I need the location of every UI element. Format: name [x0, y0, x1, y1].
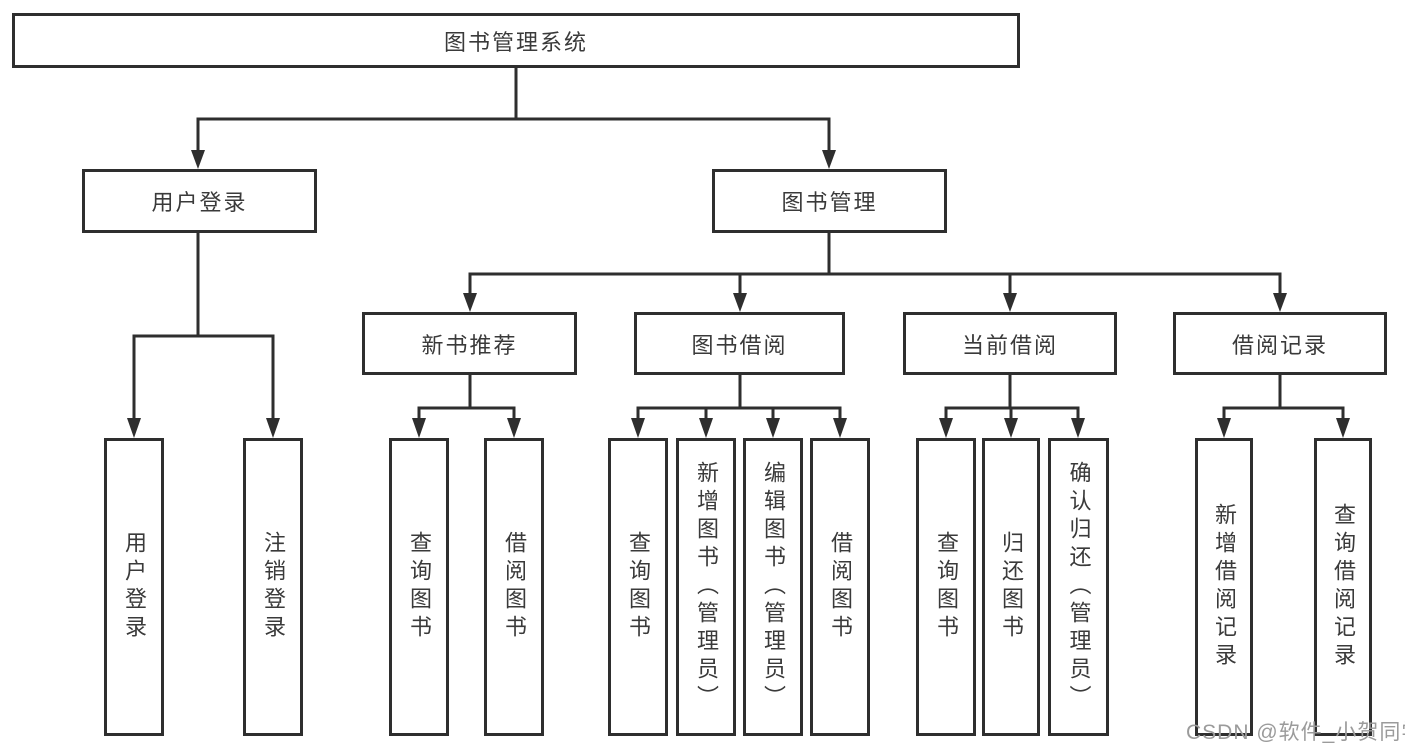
node-user-login: 用户登录	[82, 169, 317, 233]
node-label: 新书推荐	[421, 332, 518, 358]
node-label: 图书借阅	[691, 332, 788, 358]
connector-bookborrow-spine	[636, 373, 842, 421]
leaf-query-books-borrow: 查询图书	[608, 438, 668, 736]
leaf-label: 用户登录	[122, 531, 147, 643]
leaf-label: 确认归还（管理员）	[1066, 461, 1092, 713]
node-label: 当前借阅	[961, 332, 1058, 358]
leaf-label: 注销登录	[261, 531, 286, 643]
csdn-watermark: CSDN @软件_小贺同学	[1186, 721, 1405, 744]
leaf-label: 归还图书	[999, 531, 1024, 643]
leaf-label: 编辑图书（管理员）	[761, 461, 786, 713]
node-book-borrow: 图书借阅	[634, 312, 845, 375]
leaf-query-books-current: 查询图书	[916, 438, 976, 736]
connector-currentborrow-spine	[944, 373, 1080, 421]
node-label: 用户登录	[151, 190, 248, 215]
leaf-borrow-books-recommend: 借阅图书	[484, 438, 544, 736]
node-new-book-recommend: 新书推荐	[362, 312, 577, 375]
connector-bookmgmt-spine	[468, 231, 1282, 296]
node-book-management: 图书管理	[712, 169, 947, 233]
leaf-logout: 注销登录	[243, 438, 303, 736]
node-borrow-records: 借阅记录	[1173, 312, 1387, 375]
leaf-borrow-books: 借阅图书	[810, 438, 870, 736]
leaf-return-books: 归还图书	[982, 438, 1040, 736]
connector-root-spine	[196, 66, 831, 153]
leaf-label: 借阅图书	[502, 531, 527, 643]
leaf-label: 查询借阅记录	[1331, 503, 1356, 671]
node-label: 借阅记录	[1231, 332, 1328, 358]
connector-records-spine	[1222, 373, 1345, 421]
leaf-add-borrow-record: 新增借阅记录	[1195, 438, 1253, 736]
arrowheads	[127, 150, 1350, 438]
leaf-label: 新增借阅记录	[1212, 503, 1237, 671]
leaf-query-borrow-record: 查询借阅记录	[1314, 438, 1372, 736]
connector-userlogin-spine	[132, 231, 275, 421]
leaf-label: 新增图书（管理员）	[694, 461, 719, 713]
leaf-add-books-admin: 新增图书（管理员）	[676, 438, 736, 736]
leaf-label: 借阅图书	[828, 531, 853, 643]
leaf-confirm-return-admin: 确认归还（管理员）	[1048, 438, 1109, 736]
leaf-label: 查询图书	[407, 531, 432, 643]
connector-newbook-spine	[417, 373, 516, 421]
node-label: 图书管理	[781, 190, 878, 215]
node-label: 图书管理系统	[443, 29, 588, 55]
leaf-user-login: 用户登录	[104, 438, 164, 736]
leaf-edit-books-admin: 编辑图书（管理员）	[743, 438, 803, 736]
node-library-management-system: 图书管理系统	[12, 13, 1020, 68]
node-current-borrow: 当前借阅	[903, 312, 1117, 375]
leaf-label: 查询图书	[934, 531, 959, 643]
leaf-label: 查询图书	[626, 531, 651, 643]
leaf-query-books-recommend: 查询图书	[389, 438, 449, 736]
